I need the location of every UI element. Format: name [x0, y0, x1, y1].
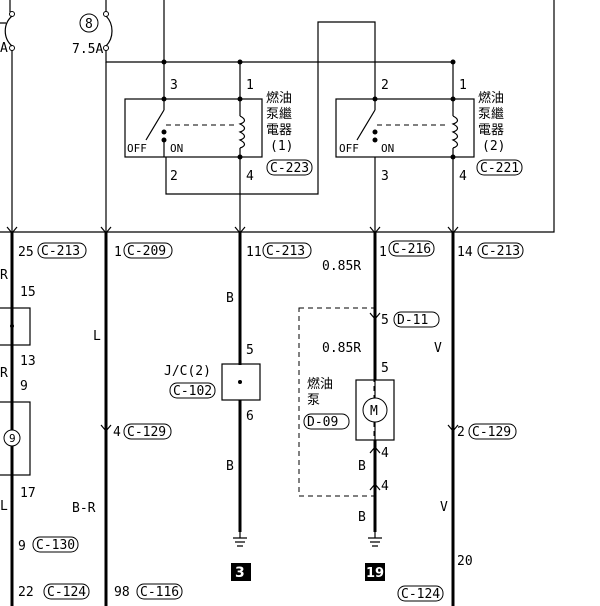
- relay-1-connector: C-223: [270, 161, 309, 176]
- relay-2-name-2: 泵繼: [478, 107, 504, 122]
- conn-1b-code: C-216: [392, 242, 431, 257]
- relay-2: OFF ON 2 1 3 4 燃油 泵繼 電器 (2) C-221: [335, 62, 523, 184]
- ground-19: 19: [365, 532, 385, 581]
- pump-name-1: 燃油: [307, 376, 333, 392]
- conn-25-pin: 25: [18, 245, 34, 260]
- connector-row: 25 C-213 1 C-209 11 C-213 1 C-216 14 C-2…: [18, 240, 524, 260]
- c129-left-code: C-129: [127, 425, 166, 440]
- d11-connector: 5 D-11: [381, 311, 440, 328]
- relay-2-pin-4: 4: [459, 169, 467, 184]
- relay-1-pin-3: 3: [170, 78, 178, 93]
- lb-9: 9: [20, 379, 28, 394]
- relay-1-pin-2: 2: [170, 169, 178, 184]
- bottom-20-pin: 20: [457, 554, 473, 569]
- frame-line: [0, 0, 555, 233]
- c129-left: 4 C-129: [113, 423, 172, 440]
- jc-pin-top: 5: [246, 343, 254, 358]
- relay-2-off: OFF: [339, 142, 359, 155]
- ground-3: 3: [231, 532, 251, 581]
- bottom-98-pin: 98: [114, 585, 130, 600]
- color-b-lower: B: [226, 459, 234, 474]
- conn-11-code: C-213: [266, 244, 305, 259]
- relay-2-on: ON: [381, 142, 394, 155]
- d11-pin: 5: [381, 313, 389, 328]
- conn-11-pin: 11: [246, 245, 262, 260]
- jc-pin-bottom: 6: [246, 409, 254, 424]
- d11-code: D-11: [397, 313, 428, 328]
- relay-2-pin-3: 3: [381, 169, 389, 184]
- lb-r1: R: [0, 268, 8, 283]
- motor-symbol: M: [370, 404, 378, 419]
- lb-13: 13: [20, 354, 36, 369]
- relay-2-pin-2: 2: [381, 78, 389, 93]
- below-pump-pin: 4: [381, 479, 389, 494]
- relay-2-name-1: 燃油: [478, 90, 504, 106]
- lb-gauge-glyph: 9: [9, 432, 16, 445]
- fuse-left-amp: A: [0, 41, 8, 56]
- conn-1a-code: C-209: [127, 244, 166, 259]
- top-bus: [105, 50, 453, 63]
- conn-25-code: C-213: [41, 244, 80, 259]
- relay-2-pin-1: 1: [459, 78, 467, 93]
- junction-connector: 5 6 J/C(2) C-102: [164, 343, 261, 424]
- c129-right: 2 C-129: [457, 423, 517, 440]
- jc-name: J/C(2): [164, 364, 211, 379]
- lb-17: 17: [20, 486, 36, 501]
- relay-1: OFF ON 3 1 2 4 燃油 泵繼 電器 (1) C-223: [124, 21, 376, 195]
- conn-1a-pin: 1: [114, 245, 122, 260]
- relay-1-name-1: 燃油: [266, 90, 292, 106]
- relay-2-connector: C-221: [480, 161, 519, 176]
- fuel-pump: M 燃油 泵 D-09 5 4 4: [298, 307, 395, 497]
- relay-1-name-2: 泵繼: [266, 107, 292, 122]
- relay-1-on: ON: [170, 142, 183, 155]
- c129-right-pin: 2: [457, 425, 465, 440]
- lb-9b: 9: [18, 539, 26, 554]
- c129-left-pin: 4: [113, 425, 121, 440]
- bottom-c124-code: C-124: [401, 587, 440, 602]
- lb-c130: C-130: [36, 538, 75, 553]
- relay-1-pin-1: 1: [246, 78, 254, 93]
- color-br: B-R: [72, 501, 96, 516]
- relay-1-off: OFF: [127, 142, 147, 155]
- bottom-row: 98 C-116 20 C-124: [114, 554, 473, 602]
- pump-pin-top: 5: [381, 361, 389, 376]
- conn-1b-pin: 1: [379, 245, 387, 260]
- lb-15: 15: [20, 285, 36, 300]
- color-v-upper: V: [434, 341, 442, 356]
- left-branch: R 15 13 R 9 9 17 L 9 C-130 22 C-124: [0, 268, 90, 600]
- lb-l1: L: [0, 499, 8, 514]
- color-b-pump2: B: [358, 510, 366, 525]
- color-v-lower: V: [440, 500, 448, 515]
- relay-1-name-3: 電器: [266, 123, 292, 138]
- ground-3-label: 3: [235, 565, 245, 581]
- pump-pin-bottom: 4: [381, 446, 389, 461]
- color-b-upper: B: [226, 291, 234, 306]
- fuse-8-number: 8: [85, 17, 93, 32]
- color-l: L: [93, 329, 101, 344]
- pump-name-2: 泵: [307, 393, 320, 408]
- lb-c124: C-124: [47, 585, 86, 600]
- ground-19-label: 19: [366, 566, 384, 581]
- jc-code: C-102: [173, 384, 212, 399]
- color-r085-upper: 0.85R: [322, 259, 361, 274]
- lb-22: 22: [18, 585, 34, 600]
- color-r085-lower: 0.85R: [322, 341, 361, 356]
- bottom-98-code: C-116: [140, 585, 179, 600]
- relay-2-name-4: (2): [482, 139, 505, 154]
- lb-r2: R: [0, 366, 8, 381]
- c129-right-code: C-129: [472, 425, 511, 440]
- relay-2-name-3: 電器: [478, 123, 504, 138]
- conn-14-code: C-213: [481, 244, 520, 259]
- conn-14-pin: 14: [457, 245, 473, 260]
- pump-code: D-09: [307, 415, 338, 430]
- relay-1-pin-4: 4: [246, 169, 254, 184]
- fuse-8: 8 7.5A: [72, 0, 113, 57]
- fuse-8-amp: 7.5A: [72, 42, 103, 57]
- relay-1-name-4: (1): [270, 139, 293, 154]
- color-b-pump1: B: [358, 459, 366, 474]
- fuse-left: A: [0, 0, 15, 60]
